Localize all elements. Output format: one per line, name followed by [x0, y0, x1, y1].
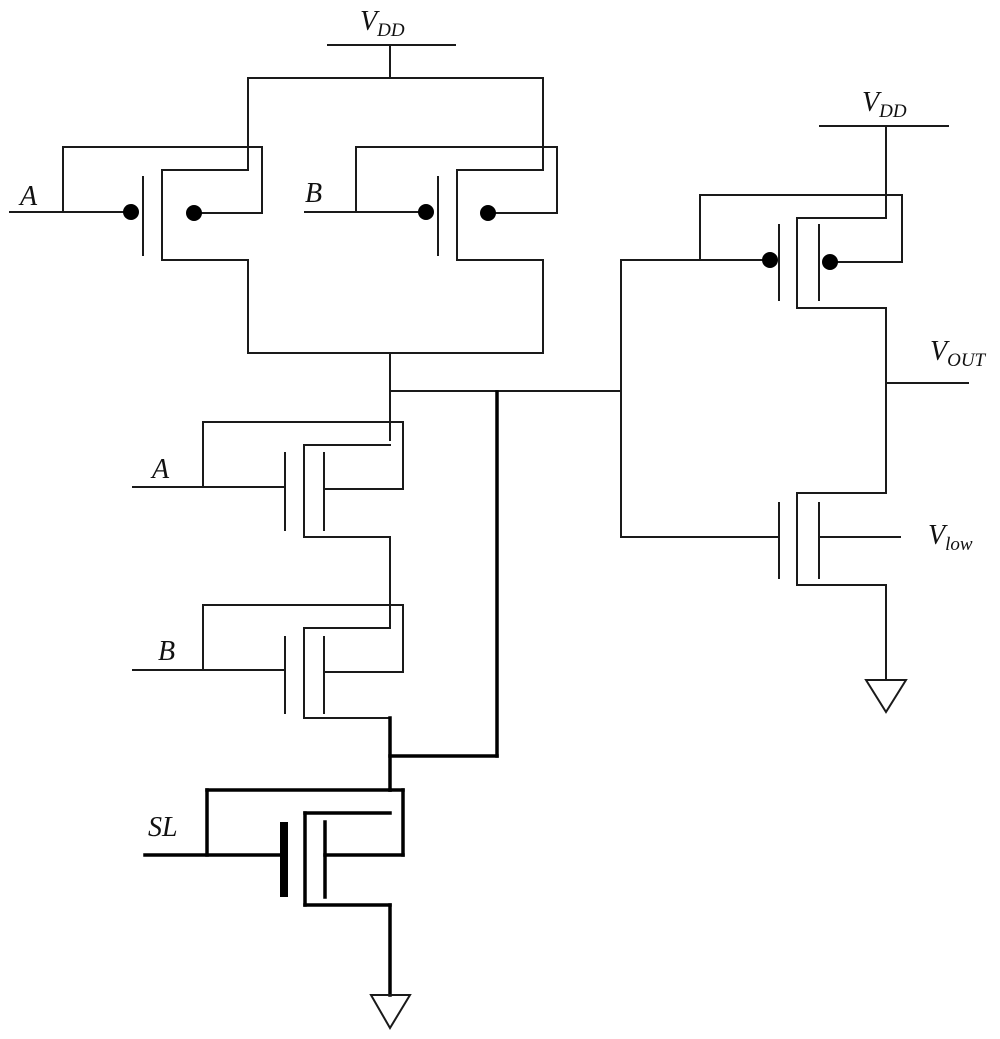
ground-symbol-right [864, 679, 908, 714]
pmos-out-body-bubble [822, 254, 838, 270]
vout-label: VOUT [930, 336, 987, 371]
input-b-pmos-label: B [305, 178, 322, 209]
input-b-nmos-label: B [158, 636, 175, 667]
pmos-transistor-b [304, 146, 558, 354]
pmos-b-gate-bubble [418, 204, 434, 220]
nmos-transistor-output [778, 492, 901, 681]
input-a-pmos-label: A [18, 181, 38, 212]
pmos-a-body-bubble [186, 205, 202, 221]
vdd-left-supply [247, 44, 544, 171]
vdd-left-label: VDD [360, 6, 405, 41]
nmos-transistor-a [132, 421, 404, 629]
vlow-label: Vlow [928, 520, 973, 555]
sl-bypass-wire [388, 390, 499, 792]
inverter-input-wire [620, 259, 780, 538]
vdd-right-label: VDD [862, 87, 907, 122]
pmos-out-gate-bubble [762, 252, 778, 268]
pmos-a-gate-bubble [123, 204, 139, 220]
nand-output-node [247, 352, 622, 441]
input-a-nmos-label: A [150, 454, 170, 485]
vdd-right-supply [819, 125, 949, 219]
input-sl-label: SL [148, 812, 178, 843]
nmos-transistor-sl [143, 788, 405, 997]
pmos-b-body-bubble [480, 205, 496, 221]
ground-symbol-bottom [369, 994, 412, 1030]
nmos-transistor-b [132, 604, 404, 791]
pmos-transistor-a [9, 146, 263, 354]
pmos-transistor-output [620, 194, 903, 494]
